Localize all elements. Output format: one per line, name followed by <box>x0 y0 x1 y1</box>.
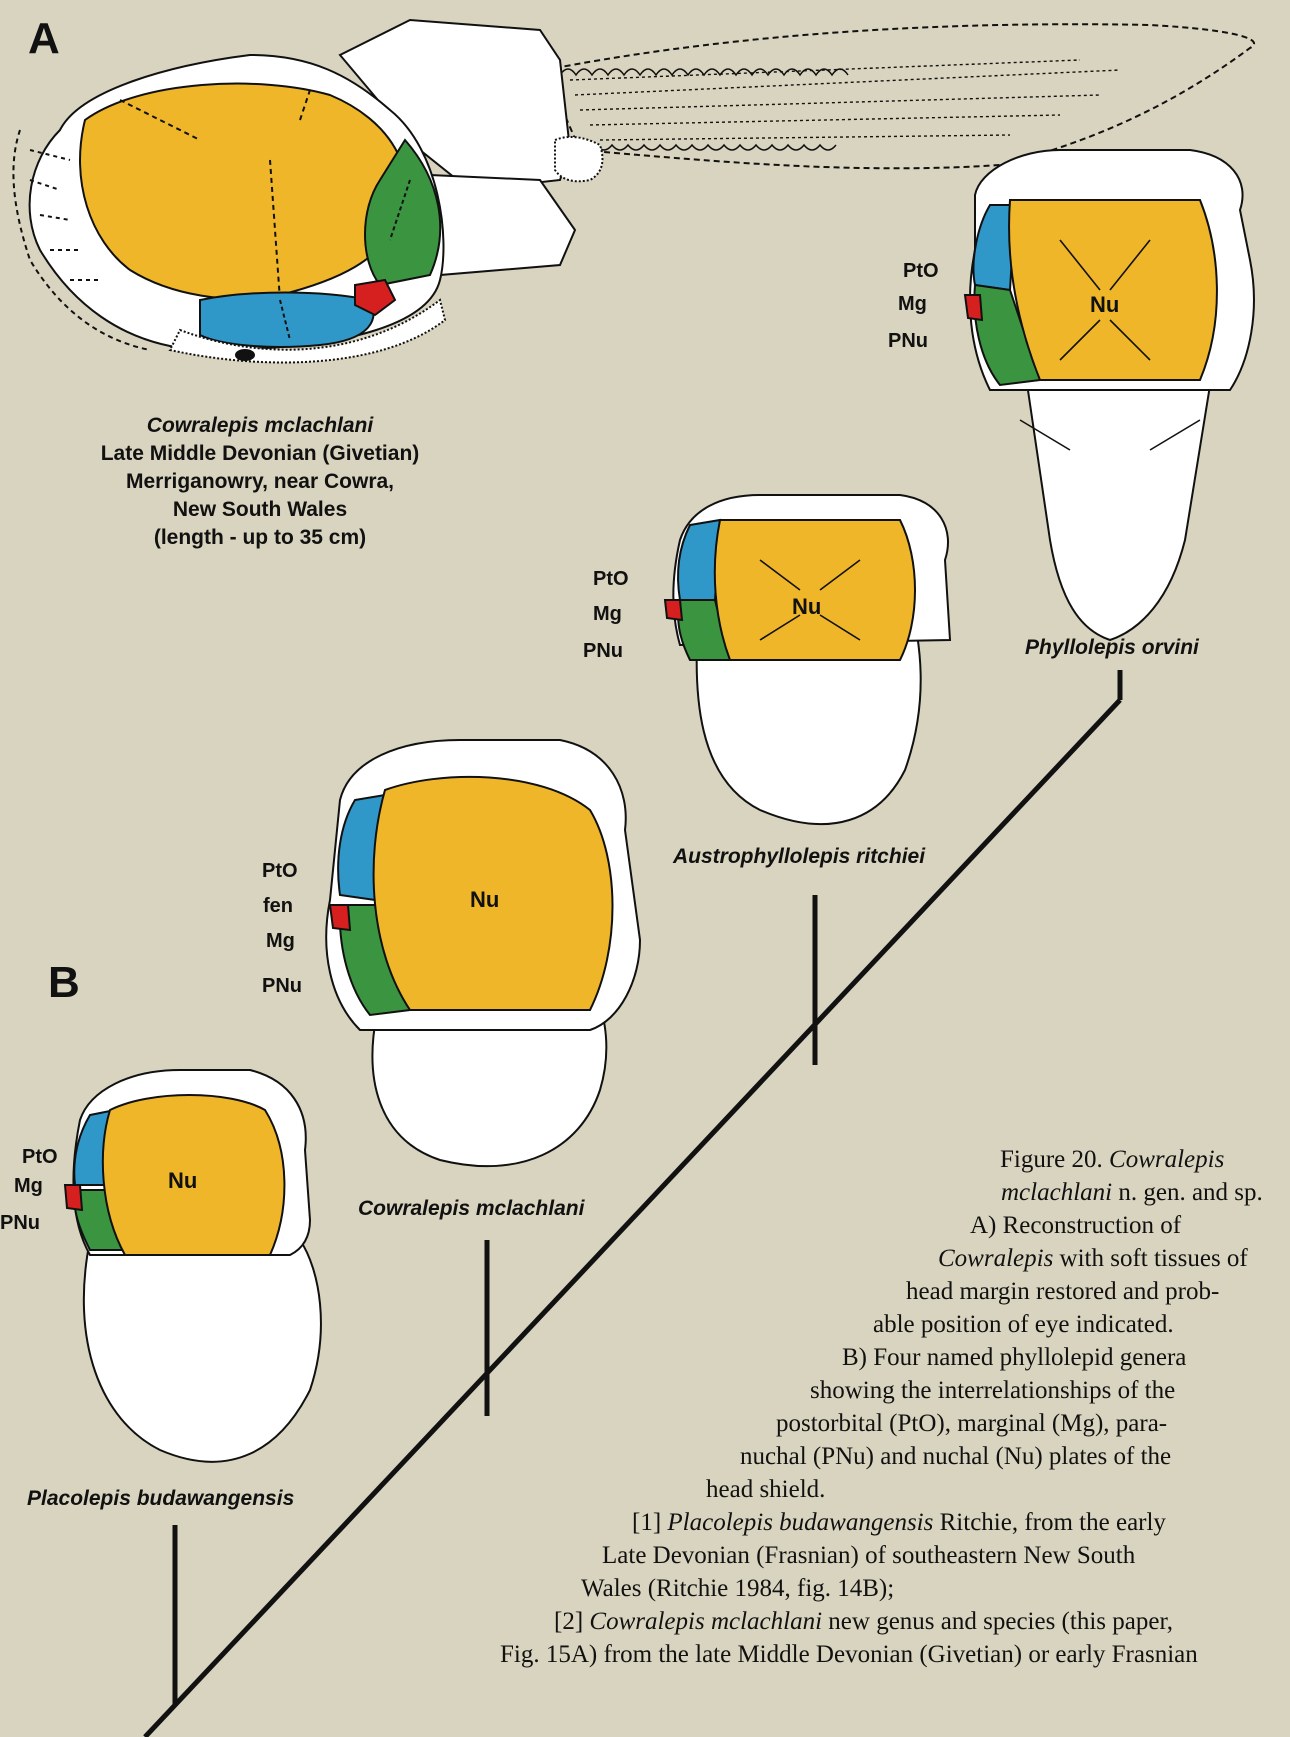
mg-label: Mg <box>593 603 622 626</box>
caption-region: New South Wales <box>60 496 460 524</box>
caption-line: [2] Cowralepis mclachlani new genus and … <box>554 1605 1173 1638</box>
pto-label: PtO <box>593 568 629 591</box>
caption-line: head margin restored and prob- <box>906 1275 1219 1308</box>
caption-fragment: Cowralepis <box>1109 1146 1224 1173</box>
caption-length: (length - up to 35 cm) <box>60 524 460 552</box>
caption-fragment: Placolepis budawangensis <box>667 1509 933 1536</box>
caption-fragment: Cowralepis mclachlani <box>589 1608 822 1635</box>
panel-a-caption: Cowralepis mclachlani Late Middle Devoni… <box>60 412 460 552</box>
caption-fragment: Figure 20. <box>1000 1146 1103 1173</box>
caption-line: [1] Placolepis budawangensis Ritchie, fr… <box>632 1506 1166 1539</box>
caption-fragment: Ritchie, from the early <box>940 1509 1166 1536</box>
nu-label: Nu <box>792 594 821 620</box>
pnu-label: PNu <box>0 1212 40 1235</box>
caption-fragment: [1] <box>632 1509 661 1536</box>
panel-b-letter: B <box>48 958 80 1008</box>
pnu-label: PNu <box>583 640 623 663</box>
label-austrophyllolepis: Austrophyllolepis ritchiei <box>673 845 925 869</box>
caption-line: head shield. <box>706 1473 825 1506</box>
nu-label: Nu <box>470 887 499 913</box>
caption-line: nuchal (PNu) and nuchal (Nu) plates of t… <box>740 1440 1171 1473</box>
caption-fragment: n. gen. and sp. <box>1118 1179 1262 1206</box>
austrophyllolepis-head-shield <box>665 495 950 824</box>
caption-line: Fig. 15A) from the late Middle Devonian … <box>500 1638 1198 1671</box>
fen-label: fen <box>263 895 293 918</box>
caption-line: Cowralepis with soft tissues of <box>938 1242 1248 1275</box>
pto-label: PtO <box>262 860 298 883</box>
panel-a-letter: A <box>28 14 60 64</box>
caption-fragment: Cowralepis <box>938 1245 1053 1272</box>
caption-line: mclachlani n. gen. and sp. <box>1001 1176 1263 1209</box>
nu-label: Nu <box>168 1168 197 1194</box>
caption-fragment: new genus and species (this paper, <box>828 1608 1173 1635</box>
mg-label: Mg <box>266 930 295 953</box>
pnu-label: PNu <box>262 975 302 998</box>
mg-label: Mg <box>898 293 927 316</box>
caption-line: Figure 20. Cowralepis <box>1000 1143 1224 1176</box>
caption-line: showing the interrelationships of the <box>810 1374 1175 1407</box>
label-cowralepis: Cowralepis mclachlani <box>358 1197 584 1221</box>
pto-label: PtO <box>903 260 939 283</box>
caption-line: Wales (Ritchie 1984, fig. 14B); <box>581 1572 894 1605</box>
caption-fragment: mclachlani <box>1001 1179 1112 1206</box>
mg-label: Mg <box>14 1175 43 1198</box>
cowralepis-head-shield <box>326 740 640 1166</box>
caption-line: B) Four named phyllolepid genera <box>842 1341 1186 1374</box>
caption-line: postorbital (PtO), marginal (Mg), para- <box>776 1407 1167 1440</box>
pto-label: PtO <box>22 1146 58 1169</box>
caption-age: Late Middle Devonian (Givetian) <box>60 440 460 468</box>
caption-fragment: with soft tissues of <box>1060 1245 1248 1272</box>
caption-fragment: [2] <box>554 1608 583 1635</box>
nu-label: Nu <box>1090 292 1119 318</box>
label-placolepis: Placolepis budawangensis <box>27 1487 294 1511</box>
placolepis-head-shield <box>65 1070 321 1462</box>
caption-species: Cowralepis mclachlani <box>60 412 460 440</box>
caption-line: able position of eye indicated. <box>873 1308 1174 1341</box>
phyllolepis-head-shield <box>965 150 1254 640</box>
caption-locality: Merriganowry, near Cowra, <box>60 468 460 496</box>
caption-line: A) Reconstruction of <box>970 1209 1181 1242</box>
caption-line: Late Devonian (Frasnian) of southeastern… <box>602 1539 1135 1572</box>
pnu-label: PNu <box>888 330 928 353</box>
label-phyllolepis: Phyllolepis orvini <box>1025 636 1199 660</box>
